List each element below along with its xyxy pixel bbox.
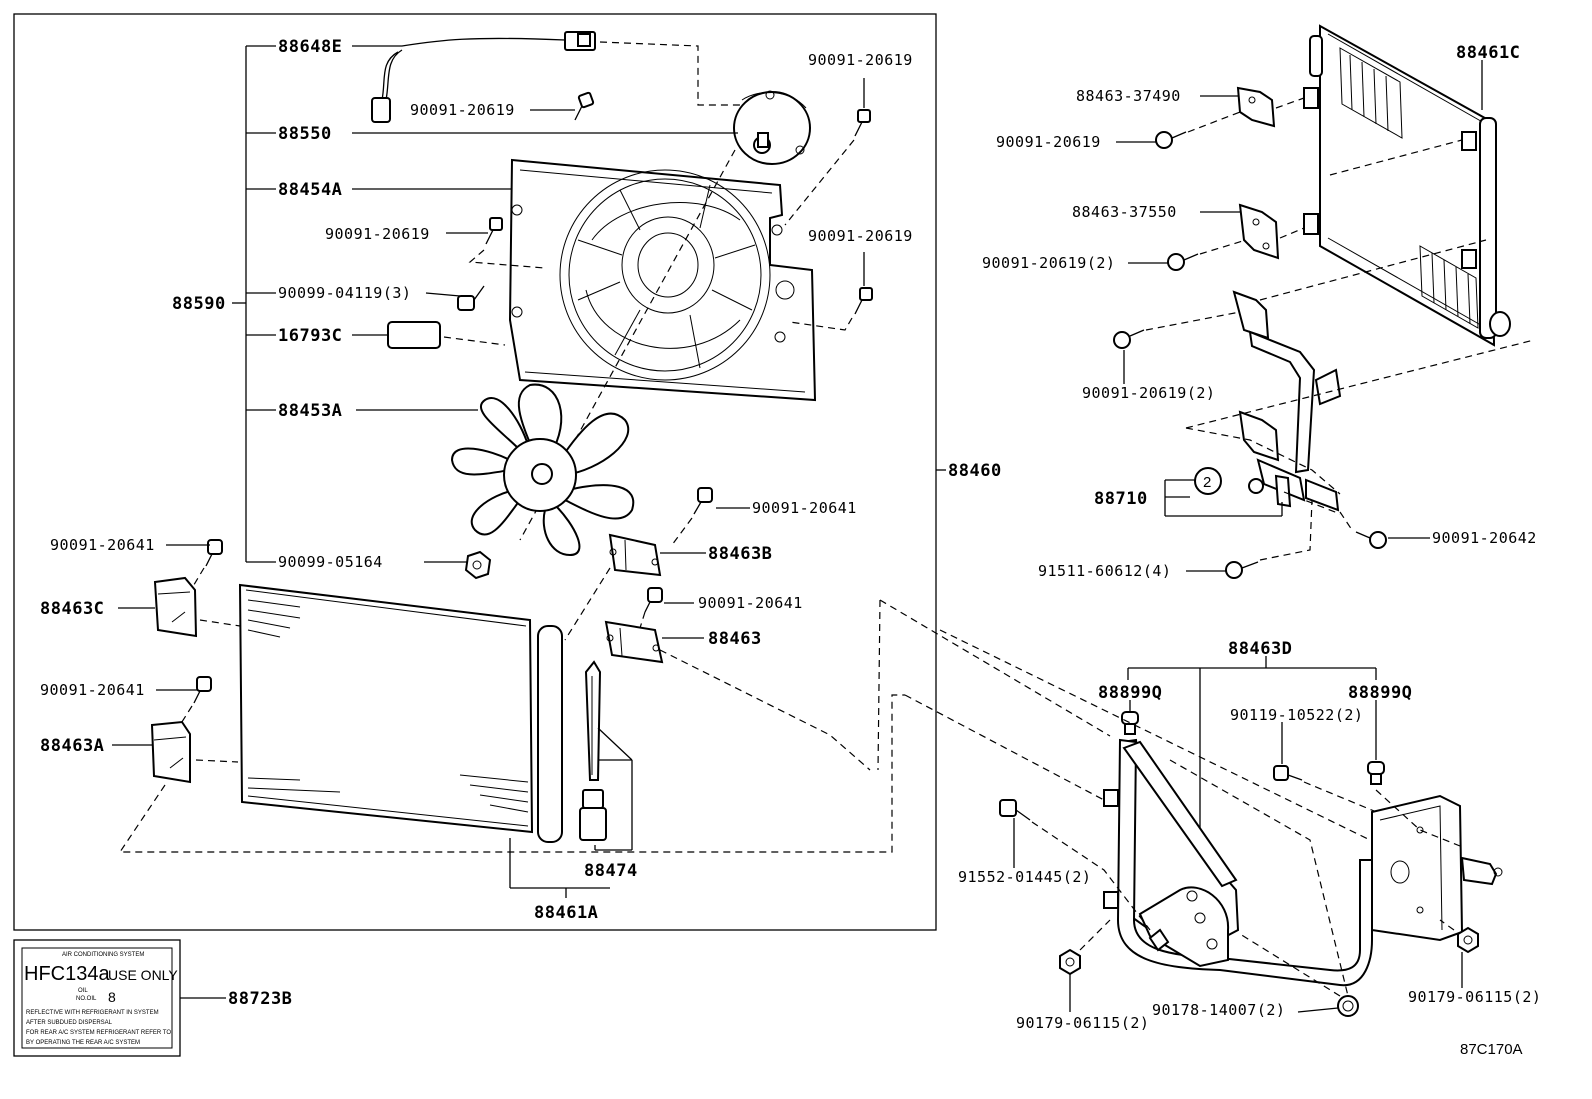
label-88463-37550: 88463-37550 [1072, 203, 1177, 221]
bolt-90091-20641-left-upper [205, 539, 223, 567]
label-90091-20619-right: 90091-20619 [808, 227, 913, 245]
label-88463-37490: 88463-37490 [1076, 87, 1181, 105]
bolt-90091-20642 [1355, 531, 1387, 549]
label-88461C: 88461C [1456, 43, 1520, 63]
bracket-88463-37550 [1238, 203, 1280, 260]
label-88454A: 88454A [278, 180, 342, 200]
plug-88899Q-left [1121, 711, 1139, 735]
quantity-circle [1194, 467, 1222, 495]
fan-motor-88550 [733, 90, 811, 165]
bolt-91552-01445 [999, 799, 1031, 821]
plug-88899Q-right [1367, 761, 1385, 785]
decal-line3: FOR REAR A/C SYSTEM REFRIGERANT REFER TO [26, 1030, 171, 1036]
bolt-90091-20641-left-lower [193, 676, 212, 704]
label-88648E: 88648E [278, 37, 342, 57]
bracket-88463 [604, 620, 664, 664]
label-90091-20619-rear-top: 90091-20619 [996, 133, 1101, 151]
bolt-90119-10522 [1273, 765, 1303, 781]
nut-90099-05164 [464, 550, 492, 580]
label-90179-06115-left: 90179-06115(2) [1016, 1014, 1149, 1032]
label-90091-20641-upper: 90091-20641 [752, 499, 857, 517]
condenser-core-88461A [238, 583, 534, 834]
pipe-bracket-assembly-88463D [1103, 738, 1503, 987]
label-90091-20619-rear-mid: 90091-20619(2) [982, 254, 1115, 272]
label-88899Q-right: 88899Q [1348, 683, 1412, 703]
label-88550: 88550 [278, 124, 332, 144]
label-88723B: 88723B [228, 989, 292, 1009]
bolt-90091-20641-middle [644, 587, 663, 613]
decal-line1: REFLECTIVE WITH REFRIGERANT IN SYSTEM [26, 1010, 159, 1016]
nut-90179-06115-right [1457, 926, 1479, 954]
label-90091-20619-rear-lower: 90091-20619(2) [1082, 384, 1215, 402]
decal-no-label: NO.OIL [76, 996, 97, 1002]
label-90091-20619-upper-right: 90091-20619 [808, 51, 913, 69]
label-88590: 88590 [172, 294, 226, 314]
label-88463B: 88463B [708, 544, 772, 564]
label-90099-04119: 90099-04119(3) [278, 284, 411, 302]
bracket-88463B [608, 533, 662, 577]
decal-line4: BY OPERATING THE REAR A/C SYSTEM [26, 1040, 140, 1046]
bolt-90091-20619-upper-right [854, 109, 871, 137]
rear-condenser-88461C [1303, 24, 1511, 347]
label-90178-14007: 90178-14007(2) [1152, 1001, 1285, 1019]
filter-element [584, 660, 602, 781]
bolt-91511-60612 [1225, 561, 1259, 579]
reference-code: 87C170A [1460, 1041, 1523, 1058]
bolt-90091-20619-left [485, 217, 503, 245]
bracket-88463A [150, 720, 191, 784]
decal-line2: AFTER SUBDUED DISPERSAL [26, 1020, 113, 1026]
label-90091-20641-left-upper: 90091-20641 [50, 536, 155, 554]
label-91511-60612: 91511-60612(4) [1038, 562, 1171, 580]
label-90099-05164: 90099-05164 [278, 553, 383, 571]
label-88463A: 88463A [40, 736, 104, 756]
label-90119-10522: 90119-10522(2) [1230, 706, 1363, 724]
label-91552-01445: 91552-01445(2) [958, 868, 1091, 886]
label-90091-20641-left-lower: 90091-20641 [40, 681, 145, 699]
label-90091-20642: 90091-20642 [1432, 529, 1537, 547]
bolt-90091-20619-rear-lower [1113, 329, 1145, 349]
label-88474: 88474 [584, 861, 638, 881]
label-88460: 88460 [948, 461, 1002, 481]
label-88463D: 88463D [1228, 639, 1292, 659]
quantity-circle-text: 2 [1203, 474, 1211, 491]
bolt-90091-20619-top [574, 91, 595, 121]
decal-main-left: HFC134a [24, 963, 110, 985]
label-88463C: 88463C [40, 599, 104, 619]
bracket-88463-37490 [1236, 86, 1276, 128]
label-90091-20641-middle: 90091-20641 [698, 594, 803, 612]
decal-oil-label: OIL [78, 988, 88, 994]
bolt-90091-20619-right [854, 287, 873, 315]
bolt-90091-20619-rear-top [1155, 131, 1187, 149]
bolt-90091-20619-rear-mid [1167, 253, 1199, 271]
plug-88474 [579, 789, 607, 841]
bolt-90091-20641-upper [693, 487, 713, 515]
nut-90179-06115-left [1059, 948, 1081, 976]
wire-harness-88648E [352, 31, 596, 123]
nut-90099-04119 [457, 285, 485, 311]
decal-main-right: USE ONLY [108, 967, 178, 983]
label-88463: 88463 [708, 629, 762, 649]
decal-oil-number: 8 [108, 989, 116, 1005]
label-16793C: 16793C [278, 326, 342, 346]
fan-blade-88453A [450, 383, 635, 557]
label-90179-06115-right: 90179-06115(2) [1408, 988, 1541, 1006]
receiver-tank [537, 625, 563, 843]
nut-90178-14007 [1337, 995, 1359, 1017]
label-88461A: 88461A [534, 903, 598, 923]
label-88899Q-left: 88899Q [1098, 683, 1162, 703]
bracket-88463C [153, 576, 198, 638]
fan-shroud-88454A [508, 158, 817, 402]
label-plate-16793C [387, 321, 441, 349]
label-88453A: 88453A [278, 401, 342, 421]
decal-header: AIR CONDITIONING SYSTEM [62, 952, 144, 958]
label-90091-20619-top: 90091-20619 [410, 101, 515, 119]
label-88710: 88710 [1094, 489, 1148, 509]
bracket-88710 [1232, 290, 1342, 512]
assembly-88460-border [13, 13, 937, 931]
decal-88723B: AIR CONDITIONING SYSTEM HFC134a USE ONLY… [13, 939, 181, 1057]
label-90091-20619-left: 90091-20619 [325, 225, 430, 243]
